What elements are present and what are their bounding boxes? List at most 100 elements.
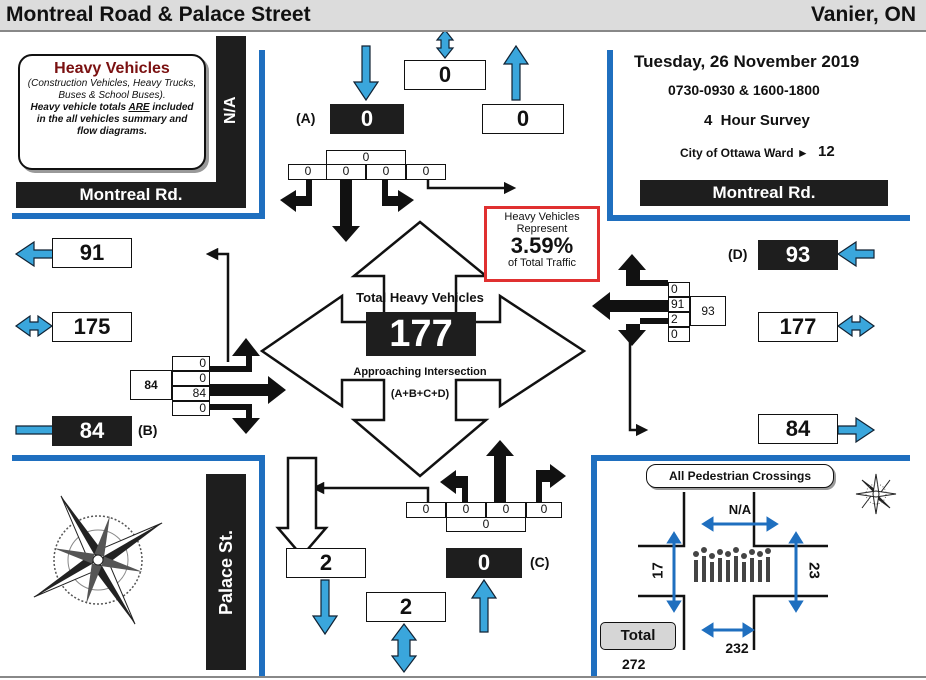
bottom-rule: [0, 676, 926, 678]
north-through-value: 0: [343, 164, 350, 178]
nw-road-label-box: Montreal Rd.: [16, 182, 246, 208]
center-total-value: 177: [389, 313, 452, 355]
east-turn-arrows: [592, 254, 668, 346]
pedestrian-crowd-graphic: [693, 547, 771, 582]
north-top-value: 0: [363, 150, 370, 164]
south-approach-label: (C): [530, 554, 549, 570]
center-subtitle: Approaching Intersection: [340, 366, 500, 378]
south-right-cell: 0: [486, 502, 526, 518]
south-outbound-value: 2: [320, 550, 332, 575]
small-compass: [856, 474, 896, 514]
center-total-box: 177: [366, 312, 476, 356]
title-bar: Montreal Road & Palace Street Vanier, ON: [0, 0, 926, 32]
center-subtitle-2: (A+B+C+D): [340, 388, 500, 400]
east-approach-total-cell: 93: [690, 296, 726, 326]
survey-date: Tuesday, 26 November 2019: [634, 52, 859, 72]
south-outbound-box: 2: [286, 548, 366, 578]
sw-vertical-street-box: Palace St.: [206, 474, 246, 670]
percent-value: 3.59%: [487, 235, 597, 257]
north-through-cell: 0: [326, 164, 366, 180]
ped-west-value: 17: [650, 561, 667, 581]
south-uturn-line: [318, 488, 428, 502]
north-outbound-box: 0: [482, 104, 564, 134]
north-left-cell: 0: [288, 164, 328, 180]
info-note-pre: Heavy vehicle totals: [30, 102, 128, 113]
north-right-value: 0: [383, 164, 390, 178]
south-total-value: 2: [400, 594, 412, 619]
south-total-box: 2: [366, 592, 446, 622]
info-note-are: ARE: [128, 102, 149, 113]
ped-title-box: All Pedestrian Crossings: [646, 464, 834, 488]
east-total-box: 177: [758, 312, 838, 342]
ward-number: 12: [818, 143, 835, 160]
ped-total-value: 272: [622, 656, 645, 672]
compass-rose: [0, 459, 199, 661]
west-approach-total-value: 84: [144, 378, 157, 392]
ne-road-label-box: Montreal Rd.: [640, 180, 888, 206]
north-top-cell: 0: [326, 150, 406, 165]
ne-road-label: Montreal Rd.: [713, 183, 816, 202]
west-inbound-value: 84: [80, 418, 104, 443]
east-right-value: 2: [671, 312, 678, 326]
ped-total-label: Total: [621, 627, 656, 644]
north-left-value: 0: [305, 164, 312, 178]
west-left-value: 0: [199, 371, 206, 385]
east-through-value: 91: [671, 297, 684, 311]
survey-times: 0730-0930 & 1600-1800: [668, 82, 820, 98]
nw-road-label: Montreal Rd.: [80, 185, 183, 204]
south-bottom-value: 0: [483, 517, 490, 531]
south-uturn-value: 0: [541, 502, 548, 516]
ped-south-value: 232: [722, 640, 752, 656]
percent-line1: Heavy Vehicles: [487, 211, 597, 223]
east-left-value: 0: [671, 282, 678, 296]
north-total-value: 0: [439, 62, 451, 87]
west-total-box: 175: [52, 312, 132, 342]
intersection-title: Montreal Road & Palace Street: [6, 3, 311, 27]
location-label: Vanier, ON: [811, 3, 916, 27]
north-turn-arrows: [280, 180, 414, 242]
south-through-value: 0: [463, 502, 470, 516]
east-total-value: 177: [780, 314, 817, 339]
west-inbound-box: 84: [52, 416, 132, 446]
east-left-cell: 0: [668, 282, 690, 297]
west-outbound-box: 91: [52, 238, 132, 268]
south-right-value: 0: [503, 502, 510, 516]
ward-label: City of Ottawa Ward ►: [680, 146, 809, 160]
east-approach-label: (D): [728, 246, 747, 262]
east-inbound-box: 93: [758, 240, 838, 270]
ped-total-box: Total: [600, 622, 676, 650]
south-inbound-value: 0: [478, 550, 490, 575]
west-top-cell: 0: [172, 356, 210, 371]
north-approach-label: (A): [296, 110, 315, 126]
west-through-cell: 84: [172, 386, 210, 401]
south-left-cell: 0: [406, 502, 446, 518]
center-title: Total Heavy Vehicles: [340, 290, 500, 305]
east-uturn-value: 0: [671, 327, 678, 341]
nw-vertical-street-label: N/A: [216, 36, 246, 184]
west-total-value: 175: [74, 314, 111, 339]
survey-hours: 4 Hour Survey: [704, 112, 810, 129]
south-inbound-box: 0: [446, 548, 522, 578]
west-outbound-value: 91: [80, 240, 104, 265]
south-through-cell: 0: [446, 502, 486, 518]
heavy-vehicles-info-box: Heavy Vehicles (Construction Vehicles, H…: [18, 54, 206, 170]
west-left-cell: 0: [172, 371, 210, 386]
west-approach-total-cell: 84: [130, 370, 172, 400]
east-approach-total-value: 93: [701, 304, 714, 318]
east-uturn-line: [630, 340, 642, 430]
south-turn-arrows: [440, 440, 566, 502]
west-right-value: 0: [199, 401, 206, 415]
ped-title: All Pedestrian Crossings: [669, 469, 811, 483]
east-inbound-value: 93: [786, 242, 810, 267]
south-exit-open-arrow: [278, 458, 326, 556]
south-bottom-cell: 0: [446, 517, 526, 532]
info-description: (Construction Vehicles, Heavy Trucks, Bu…: [20, 78, 204, 102]
north-outbound-value: 0: [517, 106, 529, 131]
south-uturn-cell: 0: [526, 502, 562, 518]
north-inbound-box: 0: [330, 104, 404, 134]
west-through-value: 84: [193, 386, 206, 400]
east-outbound-value: 84: [786, 416, 810, 441]
west-approach-label: (B): [138, 422, 157, 438]
percent-highlight-box: Heavy Vehicles Represent 3.59% of Total …: [484, 206, 600, 282]
